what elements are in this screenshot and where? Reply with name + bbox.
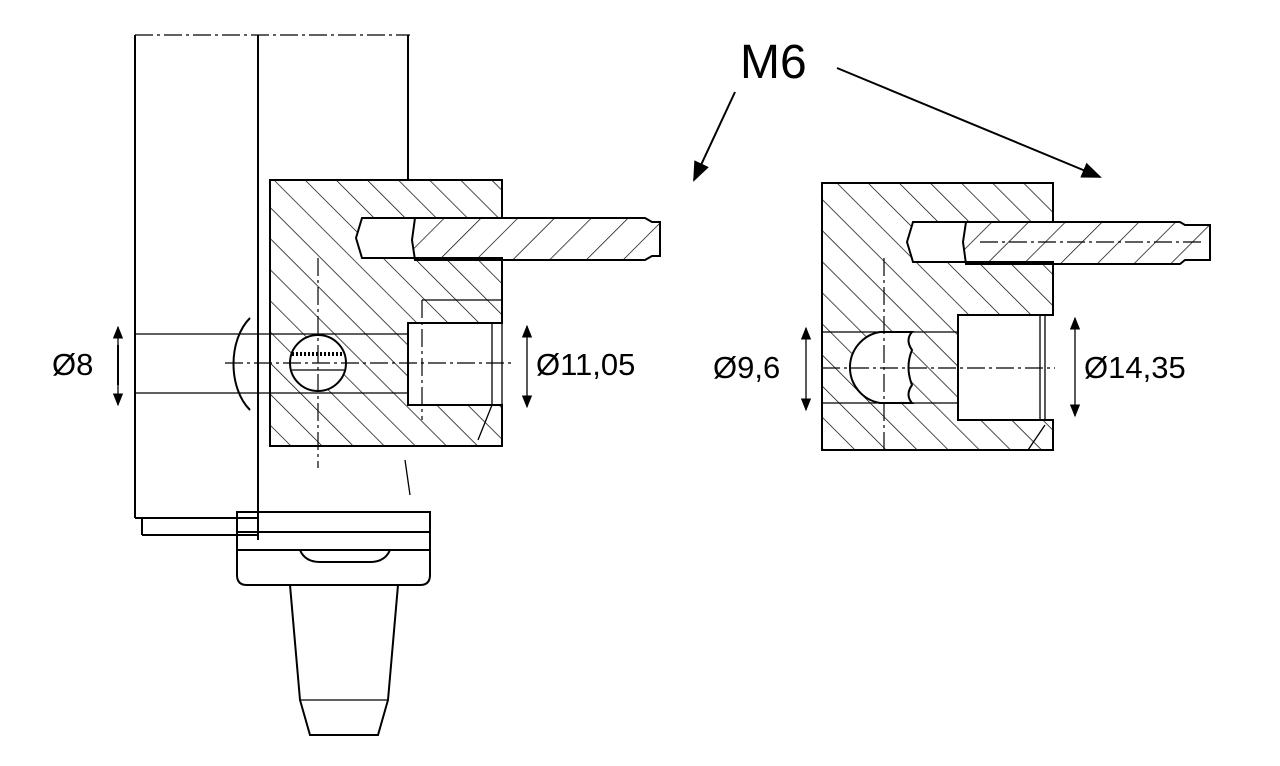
left-threaded-pin bbox=[410, 217, 661, 261]
bottom-nut-and-nozzle bbox=[236, 511, 431, 736]
left-bore-dimension: Ø8 bbox=[52, 325, 124, 407]
left-view: Ø8 Ø11,05 bbox=[52, 34, 661, 736]
left-bore-diameter-label: Ø8 bbox=[52, 347, 93, 382]
right-view: Ø9,6 Ø14,35 bbox=[713, 182, 1211, 451]
thread-callout: M6 bbox=[693, 36, 1102, 182]
right-bore-diameter-label: Ø9,6 bbox=[713, 350, 780, 385]
arrow-to-right-pin bbox=[836, 67, 1102, 178]
right-threaded-pin bbox=[961, 221, 1211, 265]
right-bore-dimension: Ø9,6 bbox=[713, 326, 812, 412]
right-counterbore-diameter-label: Ø14,35 bbox=[1084, 350, 1186, 385]
left-counterbore-dimension: Ø11,05 bbox=[521, 324, 635, 409]
housing-body bbox=[134, 34, 410, 540]
left-counterbore-diameter-label: Ø11,05 bbox=[536, 347, 635, 382]
thread-label: M6 bbox=[740, 36, 807, 89]
arrow-to-left-pin bbox=[693, 91, 736, 182]
left-bore-lines bbox=[135, 258, 515, 496]
right-counterbore-dimension: Ø14,35 bbox=[1069, 316, 1186, 418]
